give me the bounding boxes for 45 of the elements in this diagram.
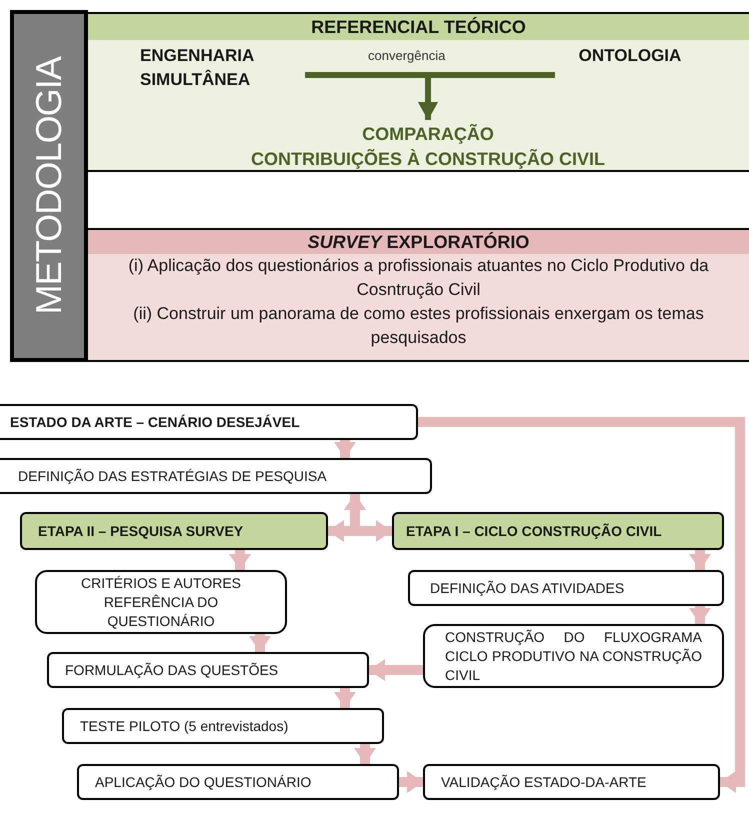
process-box: [35, 570, 287, 634]
stage-box: [20, 512, 328, 550]
result-label: CONTRIBUIÇÕES À CONSTRUÇÃO CIVIL: [250, 148, 606, 171]
vertical-title: METODOLOGIA: [31, 57, 67, 315]
survey-panel: [88, 228, 749, 362]
box-label: CONSTRUÇÃO DO FLUXOGRAMA CICLO PRODUTIVO NA CONSTRUÇÃO CIVIL: [445, 628, 702, 684]
vertical-band: [10, 10, 88, 362]
arrow: [418, 417, 745, 793]
box-label: ETAPA II – PESQUISA SURVEY: [38, 522, 244, 541]
box-label: ETAPA I – CICLO CONSTRUÇÃO CIVIL: [406, 522, 662, 541]
box-label: DEFINIÇÃO DAS ATIVIDADES: [430, 578, 624, 598]
process-box: [0, 458, 432, 494]
arrow: [689, 550, 711, 570]
arrow: [399, 771, 423, 793]
process-box: [47, 652, 369, 688]
topic-label: ONTOLOGIA: [555, 44, 705, 92]
panel-heading: REFERENCIAL TEÓRICO: [88, 14, 749, 40]
panel-text: (i) Aplicação dos questionários a profissionais atuantes no Ciclo Produtivo da Cosntrução Civil: [127, 255, 710, 301]
arrow: [689, 606, 711, 624]
topic-label: ENGENHARIA SIMULTÂNEA: [140, 44, 305, 92]
process-box: [423, 764, 720, 800]
process-box: [408, 570, 724, 606]
box-label: VALIDAÇÃO ESTADO-DA-ARTE: [441, 772, 646, 792]
arrow: [334, 440, 356, 458]
arrow: [354, 744, 376, 764]
box-label: ESTADO DA ARTE – CENÁRIO DESEJÁVEL: [10, 412, 300, 432]
arrow: [334, 688, 356, 708]
arrow: [249, 634, 271, 652]
process-box: [62, 708, 384, 744]
process-box: [77, 764, 399, 800]
box-label: CRITÉRIOS E AUTORES REFERÊNCIA DO QUESTIONÁRIO: [80, 574, 242, 630]
panel-heading: SURVEY EXPLORATÓRIO: [88, 230, 749, 254]
panel-text: (ii) Construir um panorama de como estes profissionais enxergam os temas pesquisados: [132, 303, 705, 349]
theory-panel: [88, 12, 749, 172]
arrow: [229, 550, 251, 570]
arrow: [369, 659, 423, 681]
process-box: [423, 624, 724, 688]
box-label: TESTE PILOTO (5 entrevistados): [80, 716, 288, 736]
process-box: [0, 404, 418, 440]
box-label: APLICAÇÃO DO QUESTIONÁRIO: [95, 772, 312, 792]
stage-box: [392, 512, 724, 550]
result-label: COMPARAÇÃO: [361, 123, 495, 146]
box-label: FORMULAÇÃO DAS QUESTÕES: [65, 660, 278, 680]
annotation-label: convergência: [368, 47, 446, 65]
box-label: DEFINIÇÃO DAS ESTRATÉGIAS DE PESQUISA: [18, 466, 327, 486]
